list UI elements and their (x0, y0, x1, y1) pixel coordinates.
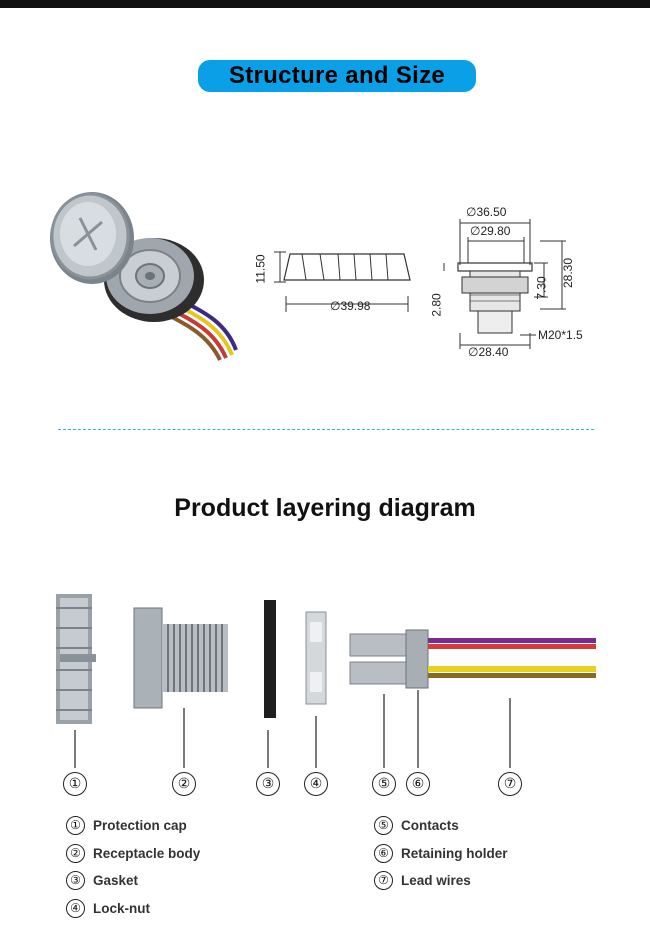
inner-diameter-label: ∅29.80 (470, 224, 510, 238)
legend-label: Lead wires (401, 873, 471, 888)
contacts-and-wires-part (349, 629, 596, 689)
legend-number: ⑤ (374, 816, 393, 835)
structure-title: Structure and Size (228, 62, 446, 89)
cap-height-dimension (274, 251, 286, 283)
legend-label: Lock-nut (93, 901, 150, 916)
inner-diameter-value: 29.80 (480, 224, 511, 238)
legend-label: Protection cap (93, 818, 187, 833)
legend-item-contacts: ⑤ Contacts (374, 816, 459, 835)
callout-6: ⑥ (406, 772, 430, 796)
legend-number: ① (66, 816, 85, 835)
protection-cap-part (56, 594, 96, 724)
nut-diameter-label: ∅28.40 (468, 345, 508, 359)
section-divider (58, 429, 594, 430)
legend-item-gasket: ③ Gasket (66, 871, 138, 890)
callout-1: ① (63, 772, 87, 796)
diameter-symbol-4: ∅ (468, 345, 479, 359)
callout-2: ② (172, 772, 196, 796)
legend-number: ④ (66, 899, 85, 918)
legend-number: ③ (66, 871, 85, 890)
callout-3: ③ (256, 772, 280, 796)
legend-item-lead-wires: ⑦ Lead wires (374, 871, 471, 890)
lock-nut-part (305, 611, 327, 705)
flange-diameter-label: ∅36.50 (466, 205, 506, 219)
layering-title: Product layering diagram (174, 494, 476, 522)
flange-diameter-value: 36.50 (476, 205, 507, 219)
diameter-symbol-3: ∅ (470, 224, 481, 238)
receptacle-body-part (133, 607, 228, 709)
cap-diameter-label: ∅39.98 (330, 299, 370, 313)
section-title-badge: Structure and Size (198, 60, 476, 92)
diameter-symbol-2: ∅ (466, 205, 477, 219)
gasket-part (264, 600, 276, 718)
receptacle-drawing (443, 219, 566, 349)
callout-4: ④ (304, 772, 328, 796)
thread-size-label: M20*1.5 (538, 328, 583, 342)
cap-diameter-value: 39.98 (340, 299, 371, 313)
top-bar (0, 0, 650, 8)
legend-number: ⑥ (374, 844, 393, 863)
legend-label: Contacts (401, 818, 459, 833)
legend-item-protection-cap: ① Protection cap (66, 816, 187, 835)
callout-7: ⑦ (498, 772, 522, 796)
legend-number: ② (66, 844, 85, 863)
cap-side-drawing (283, 253, 411, 281)
callout-5: ⑤ (372, 772, 396, 796)
legend-number: ⑦ (374, 871, 393, 890)
legend-label: Retaining holder (401, 846, 508, 861)
legend-item-retaining-holder: ⑥ Retaining holder (374, 844, 508, 863)
product-render (50, 192, 238, 361)
legend-label: Receptacle body (93, 846, 201, 861)
legend-item-receptacle-body: ② Receptacle body (66, 844, 200, 863)
legend-item-lock-nut: ④ Lock-nut (66, 899, 150, 918)
diameter-symbol-1: ∅ (330, 299, 341, 313)
legend-label: Gasket (93, 873, 139, 888)
cap-diameter-dimension (285, 296, 409, 312)
nut-diameter-value: 28.40 (478, 345, 509, 359)
